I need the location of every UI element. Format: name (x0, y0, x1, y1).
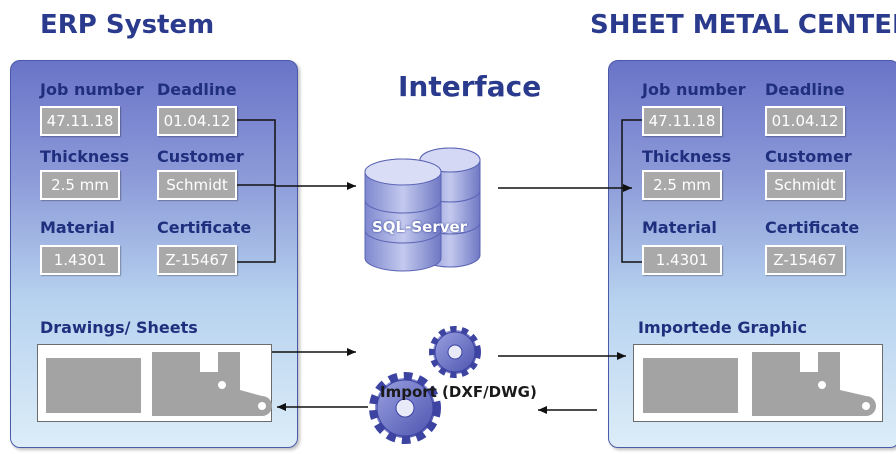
erp-bracket-part-icon (152, 352, 272, 416)
erp-certificate-label: Certificate (157, 218, 252, 237)
erp-material-label: Material (40, 218, 115, 237)
smc-sheet-thumbnail (643, 358, 738, 413)
smc-material-label: Material (642, 218, 717, 237)
smc-certificate-field: Z-15467 (765, 245, 845, 275)
erp-deadline-label: Deadline (157, 80, 237, 99)
smc-bracket-part-icon (752, 352, 876, 416)
smc-deadline-label: Deadline (765, 80, 845, 99)
small-gear-icon (429, 326, 481, 378)
sql-server-database-icon (364, 147, 481, 272)
erp-thickness-label: Thickness (40, 147, 130, 166)
large-gear-icon (369, 372, 441, 444)
sheet-metal-title: SHEET METAL CENTER (590, 10, 896, 40)
smc-deadline-field: 01.04.12 (765, 106, 845, 136)
erp-title: ERP System (40, 10, 215, 40)
smc-customer-field: Schmidt (765, 170, 845, 200)
erp-job-number-field: 47.11.18 (40, 106, 120, 136)
erp-sheet-thumbnail (46, 358, 141, 413)
erp-customer-label: Customer (157, 147, 244, 166)
smc-material-field: 1.4301 (642, 245, 722, 275)
erp-material-field: 1.4301 (40, 245, 120, 275)
smc-thickness-label: Thickness (642, 147, 732, 166)
interface-title: Interface (398, 70, 542, 103)
erp-bracket-connector (237, 119, 276, 263)
erp-job-number-label: Job number (40, 80, 144, 99)
erp-deadline-field: 01.04.12 (157, 106, 237, 136)
smc-job-number-field: 47.11.18 (642, 106, 722, 136)
smc-thickness-field: 2.5 mm (642, 170, 722, 200)
erp-customer-field: Schmidt (157, 170, 237, 200)
erp-certificate-field: Z-15467 (157, 245, 237, 275)
smc-job-number-label: Job number (642, 80, 746, 99)
erp-thickness-field: 2.5 mm (40, 170, 120, 200)
smc-graphic-label: Importede Graphic (638, 318, 807, 337)
sql-server-label: SQL-Server (372, 218, 468, 236)
erp-drawings-label: Drawings/ Sheets (40, 318, 198, 337)
smc-bracket-connector (621, 119, 642, 263)
smc-certificate-label: Certificate (765, 218, 860, 237)
smc-customer-label: Customer (765, 147, 852, 166)
import-label: Import (DXF/DWG) (380, 383, 537, 401)
